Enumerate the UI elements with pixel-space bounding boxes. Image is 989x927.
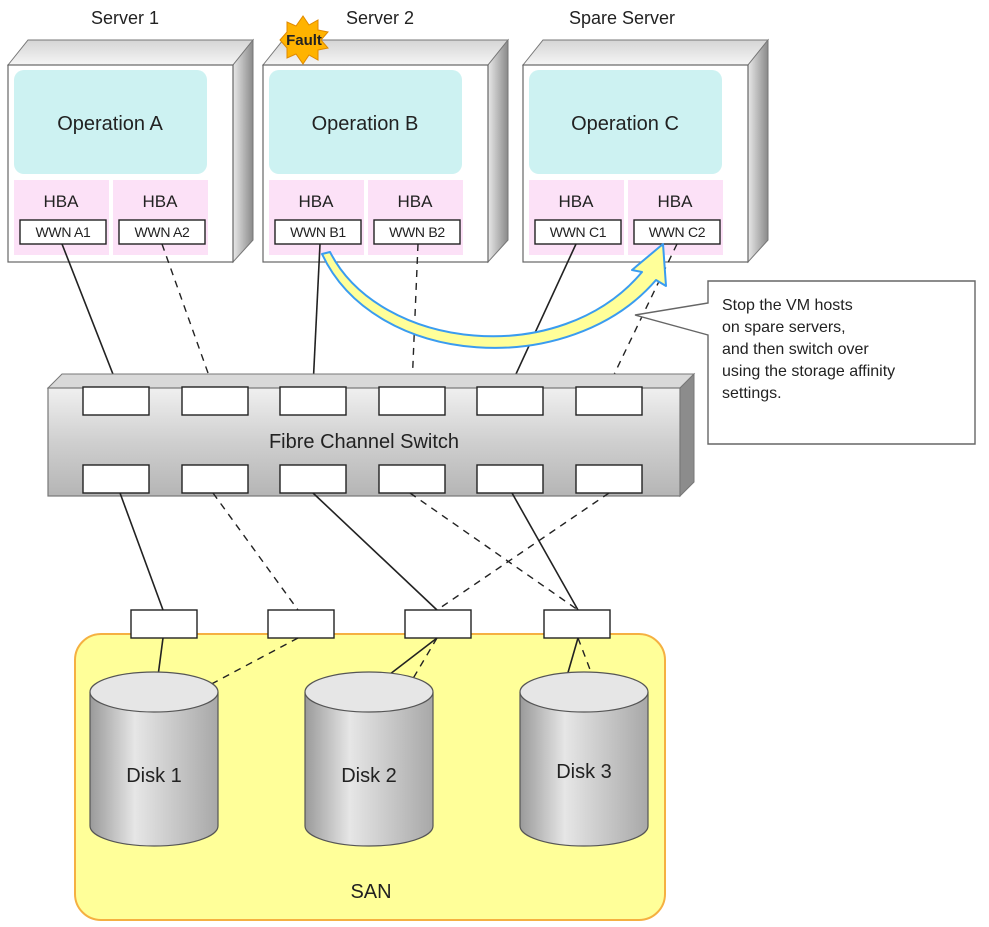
fault-badge: Fault	[279, 15, 329, 65]
callout-line-4: using the storage affinity	[722, 363, 895, 380]
hba-c1-label: HBA	[559, 192, 595, 211]
link-disk2-dash	[391, 637, 438, 715]
switch-port	[575, 386, 643, 416]
wwn-c1-box	[534, 219, 622, 245]
wwn-a2-label: WWN A2	[135, 224, 190, 240]
switch-port	[279, 386, 347, 416]
switch-port	[82, 386, 150, 416]
server-2-title: Server 2	[346, 8, 414, 28]
hba-a2-label: HBA	[143, 192, 179, 211]
spare-server: Spare Server Operation C HBA HBA WWN C1 …	[521, 8, 770, 264]
link-a2	[161, 243, 214, 388]
switch-port	[378, 464, 446, 494]
link-sw-5	[511, 492, 579, 611]
switch-port	[279, 464, 347, 494]
wwn-c2-label: WWN C2	[649, 224, 706, 240]
disk-1-label: Disk 1	[126, 765, 182, 787]
fibre-channel-switch: Fibre Channel Switch	[46, 372, 696, 498]
link-a1	[61, 243, 119, 388]
callout-line-2: on spare servers,	[722, 319, 846, 336]
callout: Stop the VM hosts on spare servers, and …	[634, 280, 976, 445]
operation-a-label: Operation A	[57, 113, 163, 135]
server-2: Server 2 Operation B HBA HBA WWN B1 WWN …	[261, 8, 510, 264]
switch-ports-bottom	[82, 464, 643, 494]
operation-b-label: Operation B	[312, 113, 419, 135]
switch-port	[476, 464, 544, 494]
storage-port-3	[404, 609, 472, 639]
operation-c-panel	[529, 70, 722, 174]
callout-line-5: settings.	[722, 385, 782, 402]
hba-b1-label: HBA	[299, 192, 335, 211]
link-b2	[411, 243, 419, 388]
wwn-b2-label: WWN B2	[389, 224, 445, 240]
disk-2: Disk 2	[304, 671, 434, 847]
wwn-c2-box	[633, 219, 721, 245]
switchover-arrow	[321, 243, 667, 349]
link-b1	[312, 243, 321, 388]
disk-3-label: Disk 3	[556, 761, 612, 783]
switch-ports-top	[82, 386, 643, 416]
link-sw-3	[312, 492, 438, 611]
callout-line-3: and then switch over	[722, 341, 869, 358]
wwn-b1-box	[274, 219, 362, 245]
switch-port	[575, 464, 643, 494]
operation-b-panel	[269, 70, 462, 174]
hba-a1-label: HBA	[44, 192, 80, 211]
disk-3: Disk 3	[519, 671, 649, 847]
fault-label: Fault	[286, 32, 322, 49]
storage-port-2	[267, 609, 335, 639]
storage-port-4	[543, 609, 611, 639]
switch-label: Fibre Channel Switch	[269, 431, 459, 453]
operation-a-panel	[14, 70, 207, 174]
link-sw-2	[212, 492, 299, 611]
spare-server-title: Spare Server	[569, 8, 675, 28]
switch-port	[476, 386, 544, 416]
wwn-a1-label: WWN A1	[36, 224, 91, 240]
link-sw-1	[119, 492, 164, 611]
link-sw-6	[436, 492, 610, 611]
operation-c-label: Operation C	[571, 113, 679, 135]
server-1: Server 1 Operation A HBA HBA WWN A1 WWN …	[6, 8, 255, 264]
storage-port-1	[130, 609, 198, 639]
switch-port	[378, 386, 446, 416]
callout-line-1: Stop the VM hosts	[722, 297, 853, 314]
disk-1: Disk 1	[89, 671, 219, 847]
switch-port	[82, 464, 150, 494]
disk-2-label: Disk 2	[341, 765, 397, 787]
wwn-a1-box	[19, 219, 107, 245]
switch-port	[181, 464, 249, 494]
link-sw-4	[409, 492, 579, 611]
switch-port	[181, 386, 249, 416]
storage-ports	[130, 609, 611, 639]
wwn-b2-box	[373, 219, 461, 245]
link-c1	[509, 243, 577, 388]
hba-c2-label: HBA	[658, 192, 694, 211]
switch-san-links	[119, 492, 610, 611]
hba-b2-label: HBA	[398, 192, 434, 211]
san-label: SAN	[350, 881, 391, 903]
server-1-title: Server 1	[91, 8, 159, 28]
wwn-c1-label: WWN C1	[550, 224, 607, 240]
wwn-a2-box	[118, 219, 206, 245]
wwn-b1-label: WWN B1	[290, 224, 346, 240]
